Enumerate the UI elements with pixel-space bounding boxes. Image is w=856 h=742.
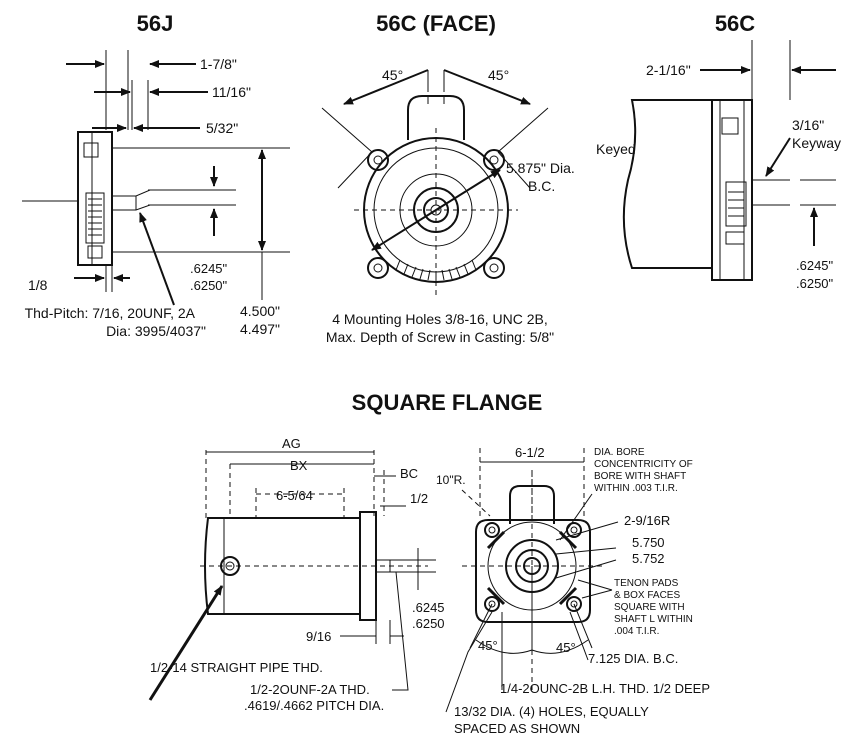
dim-56c-keyway-size: 3/16" xyxy=(792,117,824,133)
note-bore-1: DIA. BORE xyxy=(594,447,645,458)
note-holes-2: SPACED AS SHOWN xyxy=(454,721,580,736)
dim-6-1-2: 6-1/2 xyxy=(515,445,545,460)
note-lh-thread: 1/4-2OUNC-2B L.H. THD. 1/2 DEEP xyxy=(500,681,710,696)
note-pipe-thread: 1/2-14 STRAIGHT PIPE THD. xyxy=(150,660,323,675)
dim-56j-shaft-1: .6245" xyxy=(190,261,228,276)
dim-half-inch: 1/2 xyxy=(410,491,428,506)
dim-56c-shaft-2: .6250" xyxy=(796,276,834,291)
note-56j-thread-dia: Dia: 3995/4037" xyxy=(106,323,206,339)
note-bore-3: BORE WITH SHAFT xyxy=(594,471,686,482)
dim-5750: 5.750 xyxy=(632,535,665,550)
note-bc-7125: 7.125 DIA. B.C. xyxy=(588,651,678,666)
title-square-flange: SQUARE FLANGE xyxy=(352,390,543,415)
dim-ag: AG xyxy=(282,436,301,451)
dim-56j-4500: 4.500" xyxy=(240,303,280,319)
dim-6-5-64: 6-5/64 xyxy=(276,488,313,503)
dim-bc: BC xyxy=(400,466,418,481)
angle-face-left: 45° xyxy=(382,67,403,83)
note-tenon-4: SHAFT L WITHIN xyxy=(614,614,693,625)
view-square-flange-side: AG BX BC 6-5/64 1/2 .6245 .6250 9/16 1/2… xyxy=(148,436,445,713)
dim-side-shaft-1: .6245 xyxy=(412,600,445,615)
note-face-mounting: 4 Mounting Holes 3/8-16, UNC 2B, xyxy=(332,311,548,327)
dim-56c-shaft-1: .6245" xyxy=(796,258,834,273)
view-56c-face: 45° 45° 5.875" Dia. B.C. 4 Mounting Hole… xyxy=(321,67,575,345)
dim-56j-1-7-8: 1-7/8" xyxy=(200,56,237,72)
angle-flange-left: 45° xyxy=(478,638,498,653)
label-56c-keyed: Keyed xyxy=(596,141,636,157)
view-56j: 1-7/8" 11/16" 5/32" .6245" .6250" 4.500"… xyxy=(22,50,290,339)
dim-9-16: 9/16 xyxy=(306,629,331,644)
note-face-depth: Max. Depth of Screw in Casting: 5/8" xyxy=(326,329,554,345)
title-56j: 56J xyxy=(137,11,174,36)
view-square-flange-front: 6-1/2 DIA. BORE CONCENTRICITY OF BORE WI… xyxy=(436,445,710,736)
note-tenon-2: & BOX FACES xyxy=(614,590,680,601)
label-56c-keyway: Keyway xyxy=(792,135,841,151)
title-56c-face: 56C (FACE) xyxy=(376,11,496,36)
note-pitch-dia: .4619/.4662 PITCH DIA. xyxy=(244,698,384,713)
angle-face-right: 45° xyxy=(488,67,509,83)
note-holes-1: 13/32 DIA. (4) HOLES, EQUALLY xyxy=(454,704,649,719)
note-tenon-1: TENON PADS xyxy=(614,578,679,589)
dim-10r: 10"R. xyxy=(436,473,466,487)
dim-bx: BX xyxy=(290,458,308,473)
dim-56j-11-16: 11/16" xyxy=(212,84,251,100)
dim-2-9-16r: 2-9/16R xyxy=(624,513,670,528)
note-bore-2: CONCENTRICITY OF xyxy=(594,459,693,470)
note-tenon-5: .004 T.I.R. xyxy=(614,626,659,637)
note-tenon-3: SQUARE WITH xyxy=(614,602,685,613)
dim-side-shaft-2: .6250 xyxy=(412,616,445,631)
note-shaft-thread: 1/2-2OUNF-2A THD. xyxy=(250,682,370,697)
title-56c: 56C xyxy=(715,11,755,36)
dim-56j-5-32: 5/32" xyxy=(206,120,238,136)
dim-56c-2-1-16: 2-1/16" xyxy=(646,62,691,78)
angle-flange-right: 45° xyxy=(556,640,576,655)
note-56j-thread-pitch: Thd-Pitch: 7/16, 20UNF, 2A xyxy=(25,305,196,321)
face-bc-dia: 5.875" Dia. xyxy=(506,160,575,176)
dim-56j-1-8: 1/8 xyxy=(28,277,48,293)
dim-56j-shaft-2: .6250" xyxy=(190,278,228,293)
dim-56j-4497: 4.497" xyxy=(240,321,280,337)
view-56c: 2-1/16" Keyed 3/16" Keyway .6245" .6250" xyxy=(596,40,841,291)
note-bore-4: WITHIN .003 T.I.R. xyxy=(594,483,678,494)
face-bc-label: B.C. xyxy=(528,178,555,194)
dim-5752: 5.752 xyxy=(632,551,665,566)
